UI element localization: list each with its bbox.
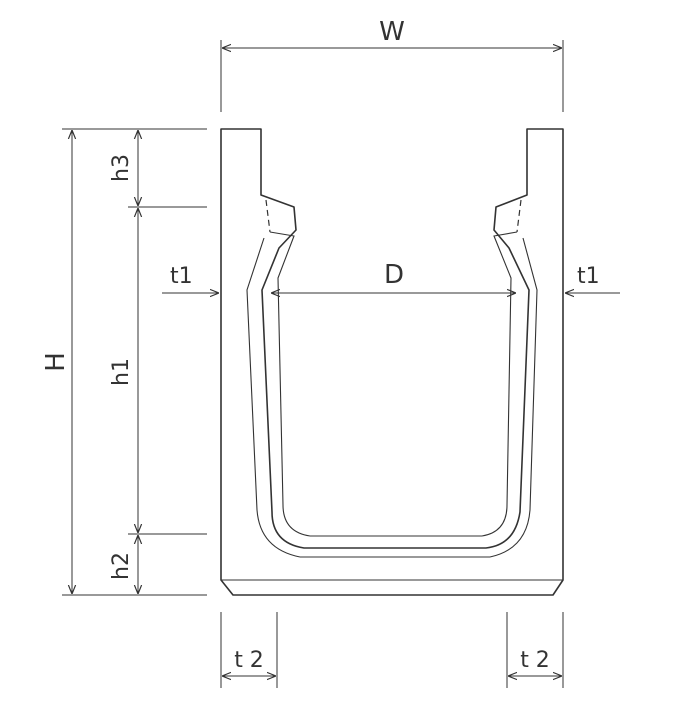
left-hidden-line	[265, 199, 271, 233]
left-liner-line-2	[246, 237, 301, 558]
channel-outer-outline	[220, 128, 564, 596]
t1-right-label: t1	[577, 264, 600, 289]
h1-label: h1	[109, 358, 134, 386]
right-liner-line	[481, 231, 518, 537]
right-liner-line-2	[489, 237, 538, 558]
h-label: H	[41, 352, 71, 372]
d-label: D	[384, 260, 404, 290]
left-liner-line	[269, 231, 311, 537]
t2-right-label: t 2	[520, 648, 550, 673]
h3-label: h3	[109, 154, 134, 182]
h2-label: h2	[109, 552, 134, 580]
t1-left-label: t1	[170, 264, 193, 289]
right-hidden-line	[516, 199, 522, 233]
t2-left-label: t 2	[234, 648, 264, 673]
w-label: W	[379, 17, 405, 47]
